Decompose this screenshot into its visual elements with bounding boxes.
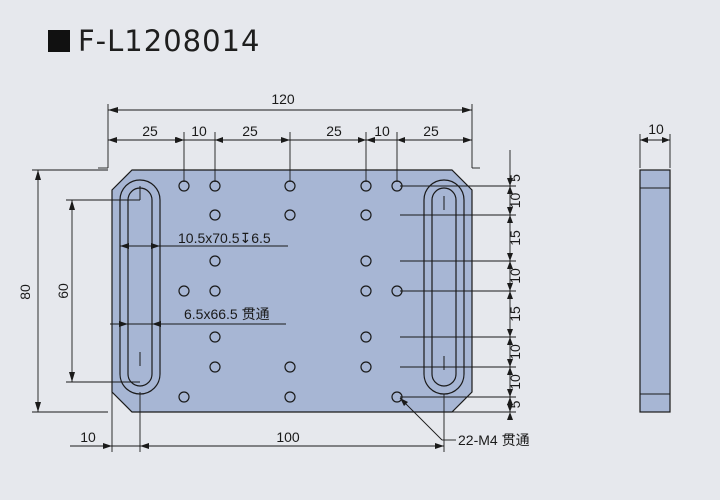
note-counterbore: 10.5x70.5↧6.5	[178, 230, 271, 246]
dim-seg-6: 25	[423, 123, 439, 139]
dim-slot-span	[66, 199, 140, 383]
mounting-hole	[209, 255, 221, 267]
dim-right-step-label: 10	[507, 374, 523, 390]
dim-height-overall	[32, 169, 108, 413]
dim-seg-1: 25	[142, 123, 158, 139]
dim-bottom	[70, 392, 445, 452]
mounting-hole	[209, 209, 221, 221]
right-slot-through	[431, 187, 457, 387]
mounting-hole	[360, 209, 372, 221]
dim-right-steps: 5 10 15 10 15 10 10 5	[400, 150, 523, 420]
side-view-body	[639, 169, 671, 413]
dim-right-step-label: 15	[507, 306, 523, 322]
mounting-hole	[209, 285, 221, 297]
dim-right-step-label: 10	[507, 193, 523, 209]
mounting-hole	[178, 285, 190, 297]
dim-right-step-label: 10	[507, 268, 523, 284]
dim-height-overall-label: 80	[17, 284, 33, 300]
mounting-hole	[360, 285, 372, 297]
mounting-hole	[209, 361, 221, 373]
dim-right-step-label: 5	[507, 174, 523, 182]
dim-seg-3: 25	[242, 123, 258, 139]
dim-slot-span-label: 60	[55, 283, 71, 299]
square-bullet-icon	[48, 30, 70, 52]
mounting-hole	[284, 391, 296, 403]
note-through-slot: 6.5x66.5 贯通	[184, 306, 270, 322]
dim-seg-5: 10	[374, 123, 390, 139]
dim-bottom-offset-label: 10	[80, 429, 96, 445]
mounting-hole	[209, 331, 221, 343]
part-number: F-L1208014	[78, 24, 261, 58]
mounting-hole	[284, 209, 296, 221]
dim-seg-2: 10	[191, 123, 207, 139]
dim-bottom-span-label: 100	[276, 429, 300, 445]
mounting-hole	[178, 391, 190, 403]
dim-top-overall-label: 120	[271, 91, 295, 107]
mounting-hole	[360, 331, 372, 343]
dim-right-step-label: 15	[507, 230, 523, 246]
dim-right-step-label: 5	[507, 400, 523, 408]
dim-side-thickness-label: 10	[648, 121, 664, 137]
mounting-hole	[360, 255, 372, 267]
note-holes: 22-M4 贯通	[458, 432, 530, 448]
mounting-hole	[360, 361, 372, 373]
dim-seg-4: 25	[326, 123, 342, 139]
dim-right-step-label: 10	[507, 344, 523, 360]
mounting-hole	[284, 361, 296, 373]
part-number-title: F-L1208014	[48, 24, 260, 58]
dim-top-overall	[98, 104, 480, 169]
